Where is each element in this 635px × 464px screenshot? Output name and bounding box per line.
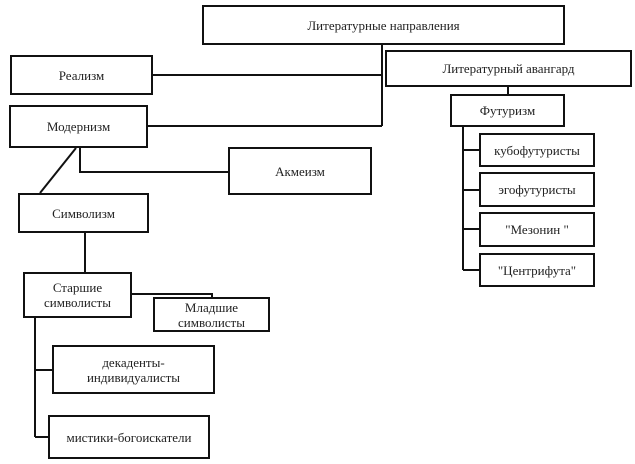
connector-symbolism — [39, 147, 77, 194]
node-root: Литературные направления — [202, 5, 565, 45]
node-modernism: Модернизм — [9, 105, 148, 148]
node-egofuturists: эгофутуристы — [479, 172, 595, 207]
connector-junior — [132, 293, 213, 297]
node-symbolism: Символизм — [18, 193, 149, 233]
node-futurism: Футуризм — [450, 94, 565, 127]
node-mezzanine: "Мезонин " — [479, 212, 595, 247]
node-senior-symbolists: Старшие символисты — [23, 272, 132, 318]
node-realism: Реализм — [10, 55, 153, 95]
connector-acmeism — [79, 148, 228, 173]
node-centrifuge: "Центрифута" — [479, 253, 595, 287]
node-cubofuturists: кубофутуристы — [479, 133, 595, 167]
node-junior-symbolists: Младшие символисты — [153, 297, 270, 332]
node-acmeism: Акмеизм — [228, 147, 372, 195]
node-decadents: декаденты-индивидуалисты — [52, 345, 215, 394]
node-avantgarde: Литературный авангард — [385, 50, 632, 87]
node-mystics: мистики-богоискатели — [48, 415, 210, 459]
